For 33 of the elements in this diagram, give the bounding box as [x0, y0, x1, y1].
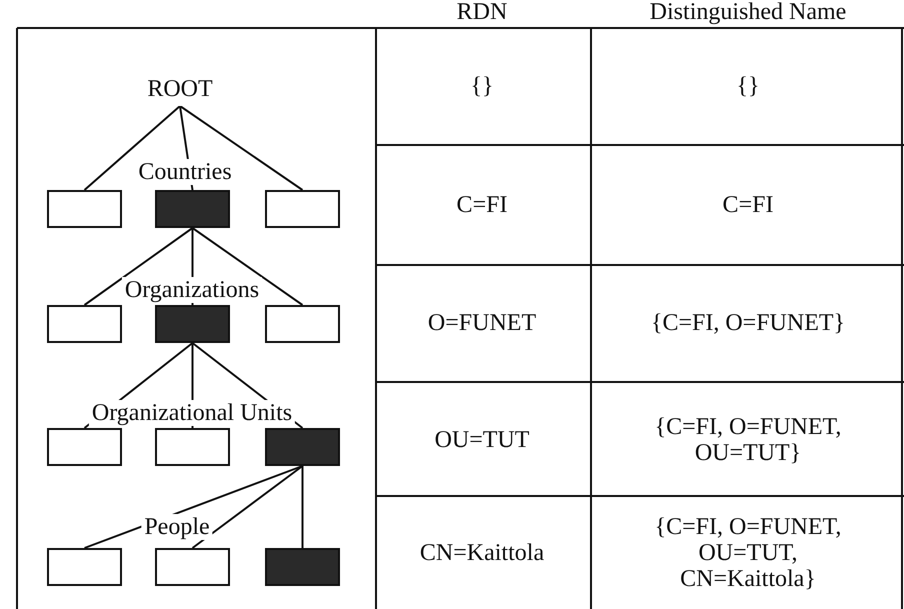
- tree-box: [155, 428, 230, 466]
- tree-line: [192, 227, 304, 306]
- tree-box: [265, 428, 340, 466]
- level-label: People: [141, 514, 213, 540]
- column-header: RDN: [456, 0, 508, 25]
- table-cell: C=FI: [722, 192, 774, 218]
- tree-box: [265, 190, 340, 228]
- tree-line: [302, 466, 304, 548]
- table-cell: O=FUNET: [428, 310, 536, 336]
- tree-box: [47, 548, 122, 586]
- tree-line: [179, 105, 304, 191]
- table-cell: {}: [470, 73, 494, 99]
- level-label: Organizational Units: [88, 400, 296, 426]
- tree-box: [47, 190, 122, 228]
- tree-box: [155, 305, 230, 343]
- table-cell: {}: [736, 73, 760, 99]
- tree-box: [265, 548, 340, 586]
- tree-box: [265, 305, 340, 343]
- tree-box: [155, 190, 230, 228]
- tree-box: [155, 548, 230, 586]
- tree-line: [192, 465, 304, 549]
- tree-line: [84, 227, 194, 306]
- tree-line: [84, 105, 181, 191]
- tree-box: [47, 428, 122, 466]
- tree-box: [47, 305, 122, 343]
- table-cell: CN=Kaittola: [420, 540, 544, 566]
- table-cell: {C=FI, O=FUNET}: [650, 310, 846, 336]
- table-cell-text: {C=FI, O=FUNET, OU=TUT, CN=Kaittola}: [654, 514, 842, 592]
- column-header: Distinguished Name: [650, 0, 846, 25]
- table-cell: C=FI: [456, 192, 508, 218]
- table-cell-text: {C=FI, O=FUNET, OU=TUT}: [654, 414, 842, 466]
- level-label: Organizations: [122, 277, 262, 303]
- table-cell: OU=TUT: [434, 427, 530, 453]
